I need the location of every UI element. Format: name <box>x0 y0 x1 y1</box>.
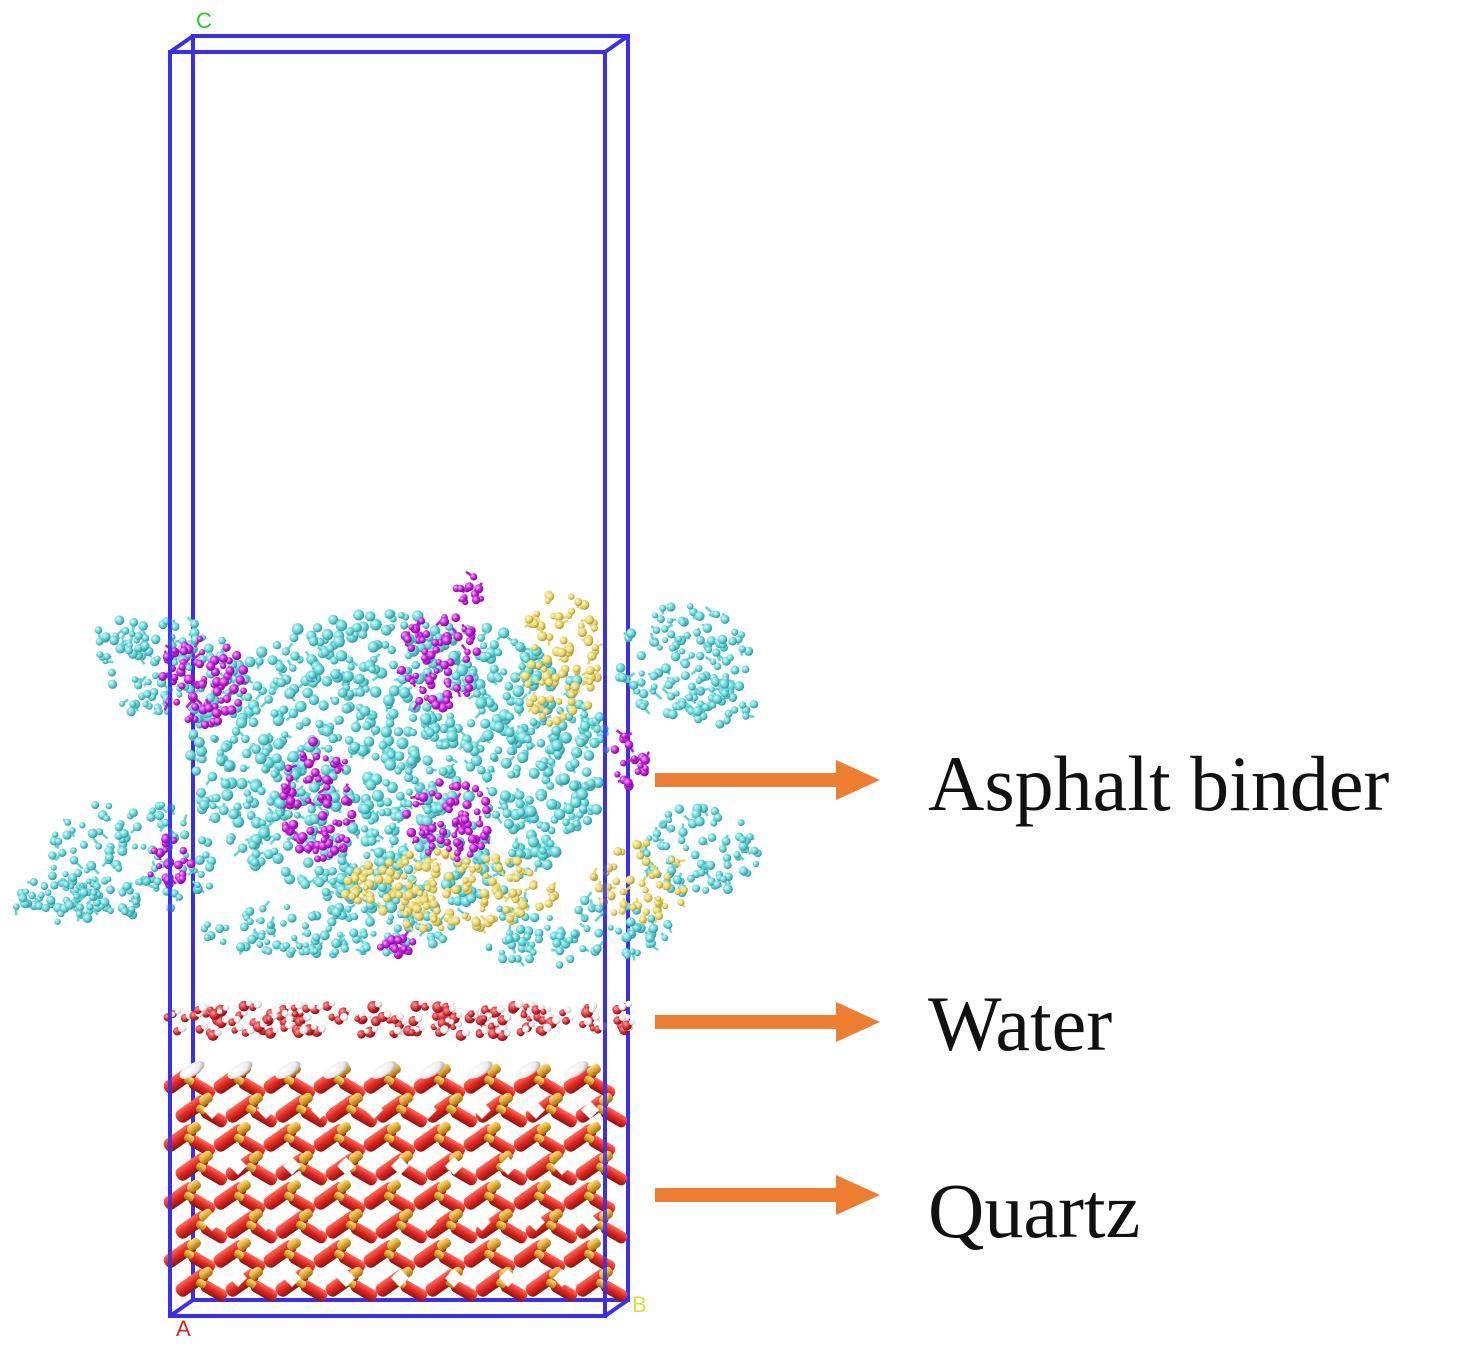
asphalt-binder-cluster <box>12 570 762 969</box>
arrow-asphalt <box>655 760 880 800</box>
water-layer <box>163 999 635 1042</box>
arrow-water <box>655 1002 880 1042</box>
quartz-slab <box>163 1061 628 1302</box>
label-asphalt-binder: Asphalt binder <box>928 740 1390 827</box>
label-water: Water <box>928 980 1113 1067</box>
axis-label-a: A <box>176 1316 191 1341</box>
label-quartz: Quartz <box>928 1167 1141 1254</box>
cell-front-edges <box>168 52 607 1318</box>
axis-label-c: C <box>196 8 212 33</box>
axis-label-b: B <box>632 1292 647 1317</box>
arrow-quartz <box>655 1175 880 1215</box>
